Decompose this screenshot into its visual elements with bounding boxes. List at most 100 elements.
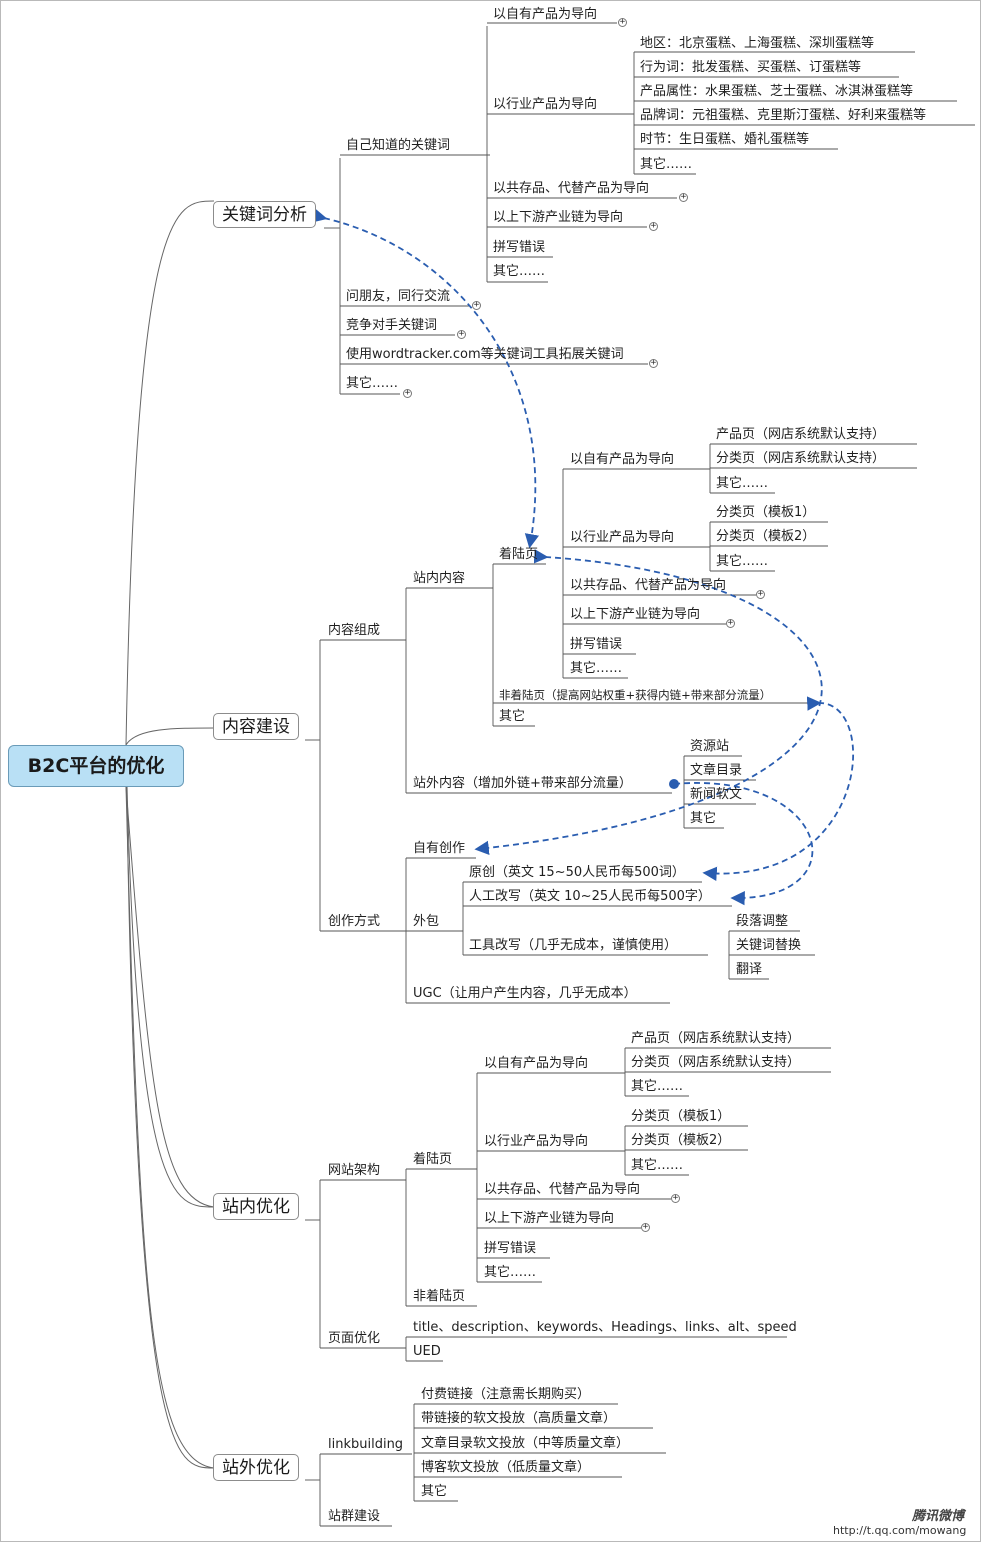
relation-landing-self [474,549,823,856]
content-industry-item[interactable]: 其它…… [716,554,769,569]
content-tool-item[interactable]: 翻译 [736,962,763,977]
onsite-non-landing-page[interactable]: 非着陆页 [413,1289,466,1304]
kw-known-keywords[interactable]: 自己知道的关键词 [346,138,451,153]
kw-other[interactable]: 其它…… [493,264,546,279]
content-self-created[interactable]: 自有创作 [413,841,466,856]
offsite-linkbuilding-item[interactable]: 文章目录软文投放（中等质量文章） [421,1436,630,1451]
kw-industry-item[interactable]: 产品属性：水果蛋糕、芝士蛋糕、冰淇淋蛋糕等 [640,84,914,99]
content-tool-item[interactable]: 关键词替换 [736,938,802,953]
expand-toggle-icon[interactable]: + [618,17,627,27]
content-industry-item[interactable]: 分类页（模板2） [716,529,816,544]
relation-offsite-manual [673,782,814,906]
content-manual-rewrite[interactable]: 人工改写（英文 10~25人民币每500字） [469,889,711,904]
content-own-item[interactable]: 其它…… [716,476,769,491]
expand-toggle-icon[interactable]: + [671,1193,680,1203]
content-misspellings[interactable]: 拼写错误 [570,637,623,652]
kw-industry-item[interactable]: 品牌词：元祖蛋糕、克里斯汀蛋糕、好利来蛋糕等 [640,108,927,123]
content-industry-products[interactable]: 以行业产品为导向 [570,530,675,545]
topic-onsite-optimization[interactable]: 站内优化 [213,1193,299,1220]
onsite-architecture[interactable]: 网站架构 [328,1163,381,1178]
kw-own-products[interactable]: 以自有产品为导向 [493,7,598,22]
content-offsite[interactable]: 站外内容（增加外链+带来部分流量） [413,776,632,791]
expand-toggle-icon[interactable]: + [679,192,688,202]
topic-connector [125,200,215,746]
topic-connector [125,744,215,1469]
content-creation-method[interactable]: 创作方式 [328,914,381,929]
onsite-own-products[interactable]: 以自有产品为导向 [484,1056,589,1071]
onsite-industry-item[interactable]: 其它…… [631,1158,684,1173]
onsite-industry-products[interactable]: 以行业产品为导向 [484,1134,589,1149]
central-topic[interactable]: B2C平台的优化 [8,745,184,787]
topic-offsite-optimization[interactable]: 站外优化 [213,1454,299,1481]
offsite-linkbuilding-item[interactable]: 其它 [421,1484,448,1499]
content-other-2[interactable]: 其它 [499,709,526,724]
onsite-page-tags[interactable]: title、description、keywords、Headings、link… [413,1320,797,1335]
offsite-linkbuilding-item[interactable]: 付费链接（注意需长期购买） [421,1387,591,1402]
content-outsourced[interactable]: 外包 [413,914,440,929]
relation-nonlanding-original [702,696,854,881]
kw-industry-item[interactable]: 行为词：批发蛋糕、买蛋糕、订蛋糕等 [640,60,862,75]
expand-toggle-icon[interactable]: + [403,388,412,398]
onsite-industry-item[interactable]: 分类页（模板1） [631,1109,731,1124]
onsite-landing-page[interactable]: 着陆页 [413,1152,453,1167]
content-industry-item[interactable]: 分类页（模板1） [716,505,816,520]
expand-toggle-icon[interactable]: + [649,221,658,231]
content-own-products[interactable]: 以自有产品为导向 [570,452,675,467]
content-original[interactable]: 原创（英文 15~50人民币每500词） [469,865,685,880]
topic-connector [125,727,215,746]
kw-industry-item[interactable]: 时节：生日蛋糕、婚礼蛋糕等 [640,132,810,147]
offsite-linkbuilding[interactable]: linkbuilding [328,1437,404,1452]
offsite-linkbuilding-item[interactable]: 博客软文投放（低质量文章） [421,1460,591,1475]
content-tool-rewrite[interactable]: 工具改写（几乎无成本，谨慎使用） [469,938,678,953]
offsite-site-cluster[interactable]: 站群建设 [328,1509,381,1524]
content-onsite[interactable]: 站内内容 [413,571,466,586]
kw-industry-products[interactable]: 以行业产品为导向 [493,97,598,112]
onsite-other[interactable]: 其它…… [484,1265,537,1280]
expand-toggle-icon[interactable]: + [726,618,735,628]
content-landing-page[interactable]: 着陆页 [499,547,539,562]
expand-toggle-icon[interactable]: + [457,329,466,339]
content-supply-chain[interactable]: 以上下游产业链为导向 [570,607,701,622]
content-own-item[interactable]: 产品页（网店系统默认支持） [716,427,886,442]
content-ugc[interactable]: UGC（让用户产生内容，几乎无成本） [413,986,637,1001]
content-non-landing-page[interactable]: 非着陆页（提高网站权重+获得内链+带来部分流量） [499,688,772,702]
content-offsite-item[interactable]: 文章目录 [690,763,743,778]
onsite-own-item[interactable]: 其它…… [631,1079,684,1094]
watermark-url: http://t.qq.com/mowang [833,1524,967,1537]
kw-tools[interactable]: 使用wordtracker.com等关键词工具拓展关键词 [346,347,624,362]
onsite-coexisting-products[interactable]: 以共存品、代替产品为导向 [484,1182,641,1197]
kw-supply-chain[interactable]: 以上下游产业链为导向 [493,210,624,225]
expand-toggle-icon[interactable]: + [472,300,481,310]
expand-toggle-icon[interactable]: + [649,358,658,368]
topic-keyword-analysis[interactable]: 关键词分析 [213,201,316,228]
kw-other-2[interactable]: 其它…… [346,376,399,391]
kw-misspellings[interactable]: 拼写错误 [493,240,546,255]
kw-coexisting-products[interactable]: 以共存品、代替产品为导向 [493,181,650,196]
content-composition[interactable]: 内容组成 [328,623,381,638]
content-own-item[interactable]: 分类页（网店系统默认支持） [716,451,886,466]
kw-competitor-keywords[interactable]: 竞争对手关键词 [346,318,438,333]
content-offsite-item[interactable]: 其它 [690,811,717,826]
onsite-page-optimization[interactable]: 页面优化 [328,1331,381,1346]
onsite-own-item[interactable]: 分类页（网店系统默认支持） [631,1055,801,1070]
onsite-misspellings[interactable]: 拼写错误 [484,1241,537,1256]
topic-connector [125,786,215,1469]
onsite-industry-item[interactable]: 分类页（模板2） [631,1133,731,1148]
onsite-ued[interactable]: UED [413,1344,441,1359]
topic-connector [125,744,215,1208]
onsite-own-item[interactable]: 产品页（网店系统默认支持） [631,1031,801,1046]
topic-content-building[interactable]: 内容建设 [213,713,299,740]
expand-toggle-icon[interactable]: + [756,589,765,599]
kw-industry-item[interactable]: 其它…… [640,157,693,172]
kw-industry-item[interactable]: 地区：北京蛋糕、上海蛋糕、深圳蛋糕等 [640,36,875,51]
content-coexisting-products[interactable]: 以共存品、代替产品为导向 [570,578,727,593]
expand-toggle-icon[interactable]: + [641,1222,650,1232]
kw-ask-friends[interactable]: 问朋友，同行交流 [346,289,451,304]
content-tool-item[interactable]: 段落调整 [736,914,789,929]
onsite-supply-chain[interactable]: 以上下游产业链为导向 [484,1211,615,1226]
offsite-linkbuilding-item[interactable]: 带链接的软文投放（高质量文章） [421,1411,617,1426]
content-offsite-item[interactable]: 资源站 [690,739,730,754]
content-offsite-item[interactable]: 新闻软文 [690,787,743,802]
content-other[interactable]: 其它…… [570,661,623,676]
